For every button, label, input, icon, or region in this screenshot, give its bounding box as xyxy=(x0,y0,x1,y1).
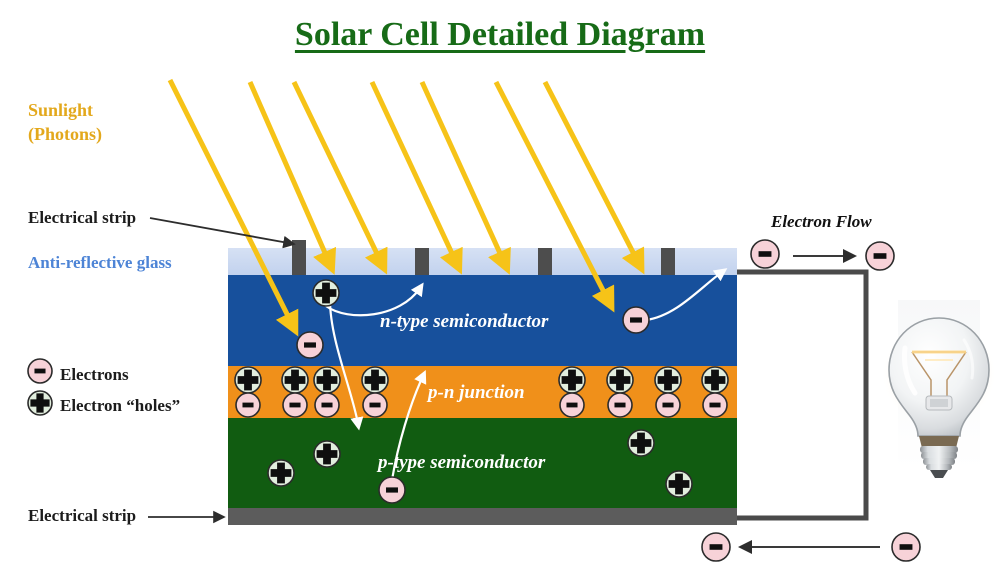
internal-carrier-paths xyxy=(325,268,728,481)
minus-in-circle-icon xyxy=(296,331,324,359)
sun-ray-arrow-icon xyxy=(542,80,645,275)
plus-in-circle-icon xyxy=(558,366,586,394)
plus-in-circle-icon xyxy=(701,366,729,394)
label-electrical-strip-bottom: Electrical strip xyxy=(28,506,137,525)
plus-in-circle-icon xyxy=(313,366,341,394)
layer-label-n-type: n-type semiconductor xyxy=(380,311,549,332)
light-bulb-icon xyxy=(883,300,995,478)
layer-p-type xyxy=(228,418,737,508)
minus-in-circle-icon xyxy=(314,392,340,418)
minus-in-circle-icon xyxy=(607,392,633,418)
plus-in-circle-icon xyxy=(627,429,655,457)
sun-ray-arrow-icon xyxy=(493,80,615,313)
circuit-flow-arrows xyxy=(738,249,880,554)
minus-in-circle-icon xyxy=(559,392,585,418)
minus-in-circle-icon xyxy=(891,532,921,562)
layer-label-p-type: p-type semiconductor xyxy=(378,452,546,473)
top-electrical-strips xyxy=(292,240,675,275)
plus-in-circle-icon xyxy=(665,470,693,498)
minus-in-circle-icon xyxy=(622,306,650,334)
layer-label-p-n-junction: p-n junction xyxy=(428,382,525,403)
sun-ray-arrow-icon xyxy=(369,80,463,275)
minus-in-circle-icon xyxy=(865,241,895,271)
minus-in-circle-icon xyxy=(378,476,406,504)
sunlight-rays xyxy=(167,78,645,337)
minus-in-circle-icon xyxy=(362,392,388,418)
label-electron-flow: Electron Flow xyxy=(771,212,872,231)
minus-in-circle-icon xyxy=(655,392,681,418)
sun-ray-arrow-icon xyxy=(167,78,299,337)
plus-in-circle-icon xyxy=(27,390,53,416)
plus-in-circle-icon xyxy=(361,366,389,394)
minus-in-circle-icon xyxy=(750,239,780,269)
plus-in-circle-icon xyxy=(312,279,340,307)
leader-lines xyxy=(148,217,296,524)
external-circuit-wiring xyxy=(733,269,869,521)
leader-line-arrow-icon xyxy=(149,217,296,249)
charge-carriers xyxy=(27,239,921,562)
sun-ray-arrow-icon xyxy=(419,80,511,275)
minus-in-circle-icon xyxy=(701,532,731,562)
layer-anti-reflective-glass xyxy=(228,248,737,275)
plus-in-circle-icon xyxy=(654,366,682,394)
minus-in-circle-icon xyxy=(282,392,308,418)
legend-label-holes: Electron “holes” xyxy=(60,396,181,415)
minus-in-circle-icon xyxy=(235,392,261,418)
plus-in-circle-icon xyxy=(313,440,341,468)
minus-in-circle-icon xyxy=(702,392,728,418)
label-electrical-strip-top: Electrical strip xyxy=(28,208,137,227)
sun-ray-arrow-icon xyxy=(291,80,388,275)
plus-in-circle-icon xyxy=(606,366,634,394)
plus-in-circle-icon xyxy=(281,366,309,394)
layer-p-n-junction xyxy=(228,366,737,418)
label-sunlight: Sunlight (Photons) xyxy=(28,100,103,145)
label-anti-reflective-glass: Anti-reflective glass xyxy=(28,253,172,272)
minus-in-circle-icon xyxy=(27,358,53,384)
plus-in-circle-icon xyxy=(267,459,295,487)
plus-in-circle-icon xyxy=(234,366,262,394)
page-title: Solar Cell Detailed Diagram xyxy=(294,16,706,53)
sun-ray-arrow-icon xyxy=(247,80,337,275)
legend-label-electrons: Electrons xyxy=(60,365,129,384)
layer-bottom-strip xyxy=(228,508,737,525)
solar-cell-stack xyxy=(228,248,737,525)
